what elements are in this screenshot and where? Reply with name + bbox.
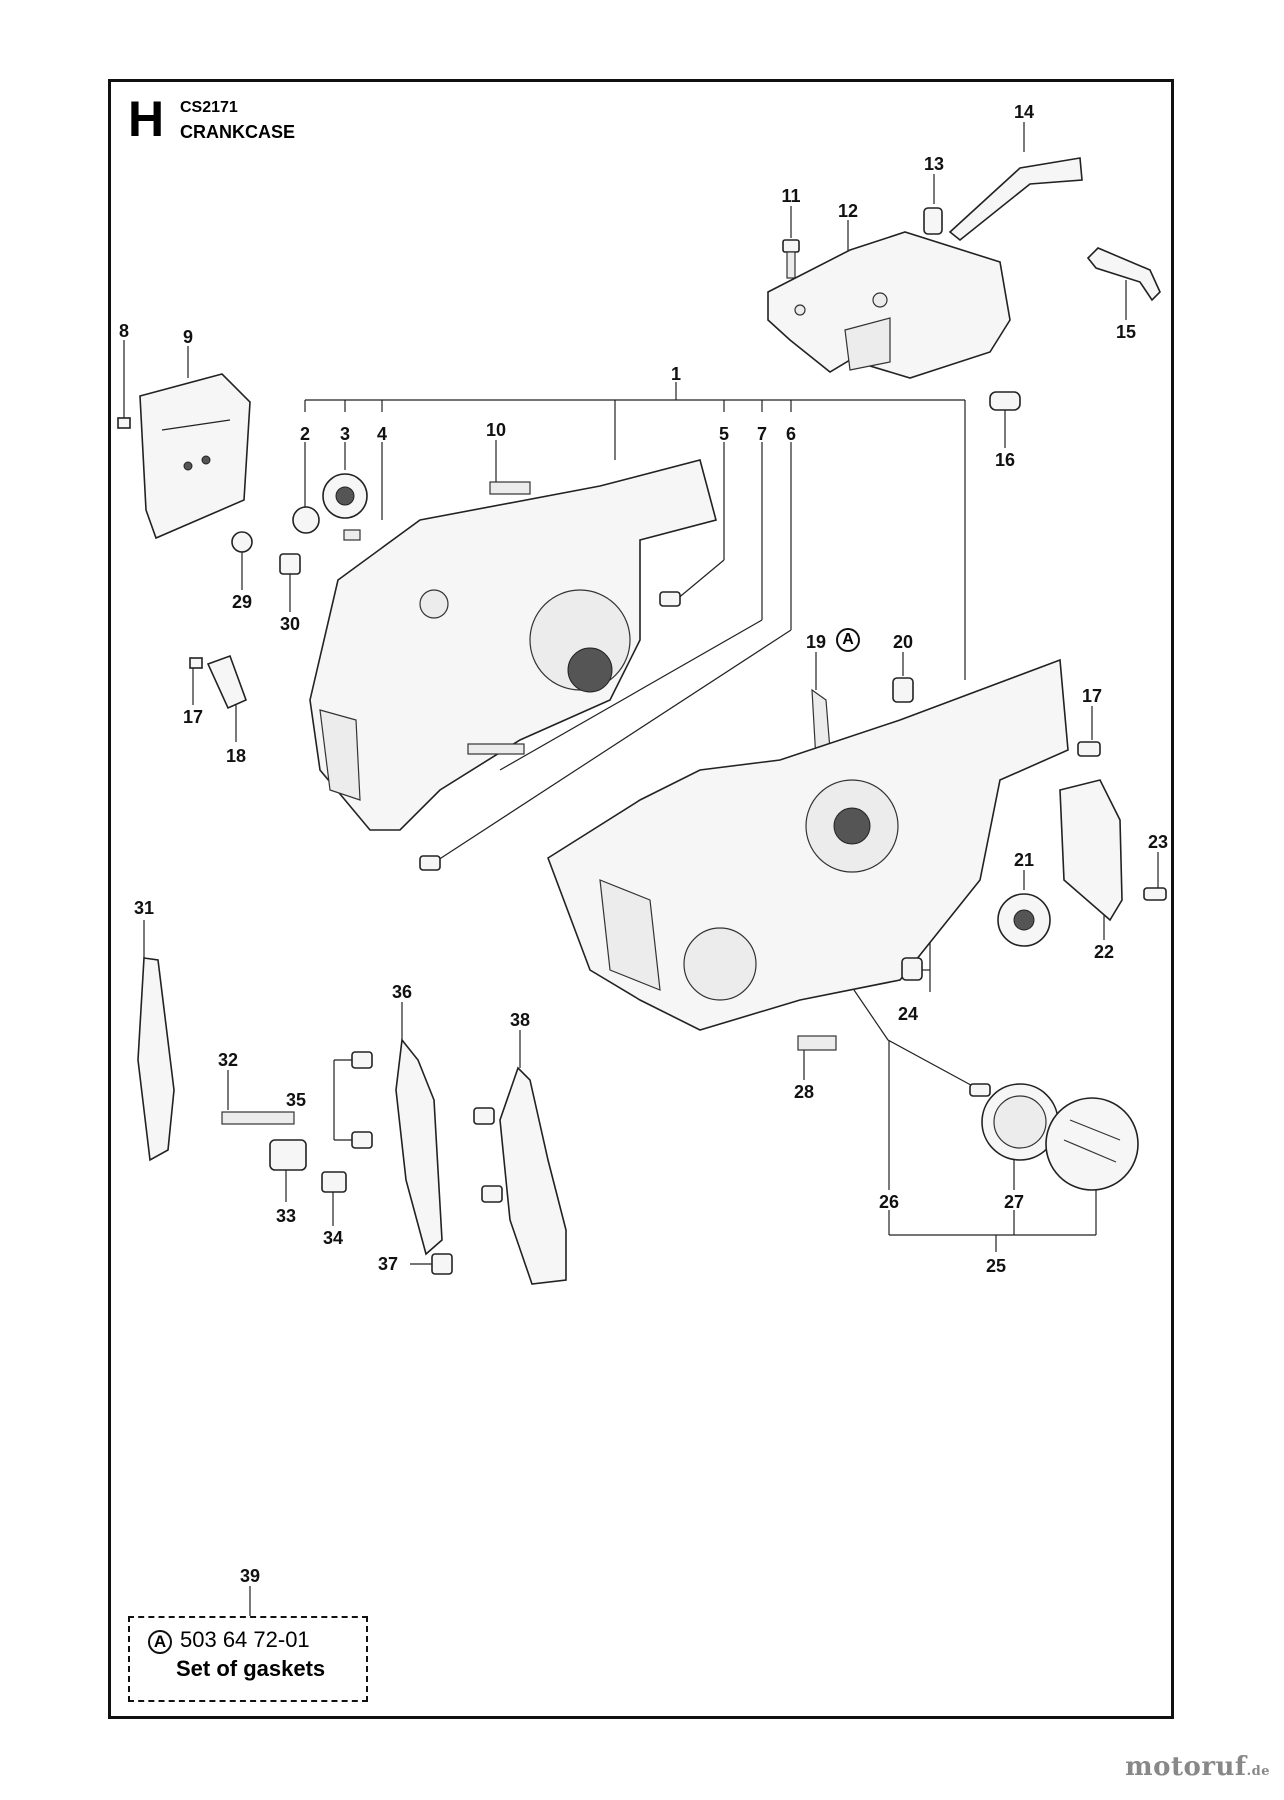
callout-6: 6 bbox=[786, 424, 796, 444]
callout-labels: 1 2 3 4 5 6 7 8 9 10 11 12 13 14 15 16 1… bbox=[119, 102, 1168, 1586]
part-35-screws bbox=[351, 1051, 373, 1149]
part-7-stud bbox=[467, 743, 525, 755]
part-32-bolt bbox=[221, 1111, 295, 1125]
callout-20: 20 bbox=[893, 632, 913, 652]
part-15-hose bbox=[1086, 247, 1161, 302]
callout-33: 33 bbox=[276, 1206, 296, 1226]
part-crankcase-half-right bbox=[547, 658, 1069, 1031]
leader-lines bbox=[123, 122, 1159, 1616]
part-11-bolt bbox=[782, 239, 800, 279]
callout-11: 11 bbox=[781, 186, 800, 206]
gasket-kit-description: Set of gaskets bbox=[176, 1656, 326, 1681]
part-14-throttle-link bbox=[948, 157, 1083, 242]
callout-1: 1 bbox=[671, 364, 681, 384]
part-21-seal bbox=[997, 893, 1051, 947]
part-26-tube bbox=[853, 989, 991, 1097]
part-17-screw-left bbox=[189, 657, 203, 669]
callout-17-right: 17 bbox=[1082, 686, 1102, 706]
part-8-screw bbox=[117, 417, 131, 429]
callout-15: 15 bbox=[1116, 322, 1136, 342]
part-29-nut bbox=[231, 531, 253, 553]
callout-27: 27 bbox=[1004, 1192, 1024, 1212]
part-10-screw bbox=[489, 481, 531, 495]
callout-5: 5 bbox=[719, 424, 729, 444]
part-36-bumper-spike bbox=[395, 1038, 443, 1256]
part-33-spacer bbox=[269, 1139, 307, 1171]
callout-23: 23 bbox=[1148, 832, 1168, 852]
watermark-logo: motoruf.de bbox=[1125, 1752, 1270, 1782]
callout-35: 35 bbox=[286, 1090, 306, 1110]
callout-13: 13 bbox=[924, 154, 944, 174]
callout-37: 37 bbox=[378, 1254, 398, 1274]
callout-17-left: 17 bbox=[183, 707, 203, 727]
callout-36: 36 bbox=[392, 982, 412, 1002]
callout-31: 31 bbox=[134, 898, 154, 918]
part-30-stud bbox=[279, 553, 301, 575]
part-38-screws bbox=[473, 1107, 503, 1203]
part-16-plug bbox=[989, 391, 1021, 411]
callout-10: 10 bbox=[486, 420, 506, 440]
callout-3: 3 bbox=[340, 424, 350, 444]
callout-4: 4 bbox=[377, 424, 387, 444]
callout-34: 34 bbox=[323, 1228, 343, 1248]
part-6-pin bbox=[419, 855, 441, 871]
part-38-bumper-spike bbox=[499, 1066, 567, 1285]
callout-29: 29 bbox=[232, 592, 252, 612]
watermark-tld: .de bbox=[1246, 1764, 1270, 1779]
part-22-cover bbox=[1059, 779, 1123, 922]
part-28-bolt bbox=[797, 1035, 837, 1051]
callout-8: 8 bbox=[119, 321, 129, 341]
callout-9: 9 bbox=[183, 327, 193, 347]
callout-28: 28 bbox=[794, 1082, 814, 1102]
callout-12: 12 bbox=[838, 201, 858, 221]
callout-18: 18 bbox=[226, 746, 246, 766]
callout-16: 16 bbox=[995, 450, 1015, 470]
callout-19-kit-marker: A bbox=[836, 628, 860, 652]
part-12-top-cover bbox=[767, 231, 1011, 379]
callout-26: 26 bbox=[879, 1192, 899, 1212]
callout-24: 24 bbox=[898, 1004, 918, 1024]
callout-38: 38 bbox=[510, 1010, 530, 1030]
part-2-3-4-bearing-group bbox=[292, 473, 368, 541]
callout-22: 22 bbox=[1094, 942, 1114, 962]
watermark-brand: motoruf bbox=[1125, 1752, 1247, 1782]
callout-39: 39 bbox=[240, 1566, 260, 1586]
callout-30: 30 bbox=[280, 614, 300, 634]
callout-25: 25 bbox=[986, 1256, 1006, 1276]
part-27-ring bbox=[981, 1083, 1059, 1161]
part-37-nut bbox=[431, 1253, 453, 1275]
part-23-screw bbox=[1143, 887, 1167, 901]
section-title: CRANKCASE bbox=[180, 122, 296, 142]
model-code: CS2171 bbox=[180, 99, 238, 116]
callout-21: 21 bbox=[1014, 850, 1034, 870]
part-20-sleeve bbox=[892, 677, 914, 703]
part-25-cap bbox=[1045, 1097, 1139, 1191]
part-9-chain-guard-plate bbox=[139, 373, 251, 540]
part-18-bracket bbox=[206, 654, 248, 710]
gasket-kit-part-number: 503 64 72-01 bbox=[180, 1627, 310, 1652]
part-17-screw-right bbox=[1077, 741, 1101, 757]
part-crankcase-half-left bbox=[309, 459, 717, 831]
callout-2: 2 bbox=[300, 424, 310, 444]
callout-7: 7 bbox=[757, 424, 767, 444]
part-13-clip bbox=[923, 207, 943, 235]
callout-14: 14 bbox=[1014, 102, 1034, 122]
diagram-frame bbox=[108, 79, 1174, 1719]
callout-19: 19 bbox=[806, 632, 826, 652]
gasket-kit-marker: A bbox=[148, 1630, 172, 1654]
part-24-pin bbox=[901, 957, 923, 981]
section-letter: H bbox=[128, 91, 165, 147]
callout-32: 32 bbox=[218, 1050, 238, 1070]
gasket-kit-box bbox=[128, 1616, 368, 1702]
part-5-pin bbox=[659, 591, 681, 607]
part-31-plate bbox=[137, 957, 175, 1162]
part-34-nut bbox=[321, 1171, 347, 1193]
